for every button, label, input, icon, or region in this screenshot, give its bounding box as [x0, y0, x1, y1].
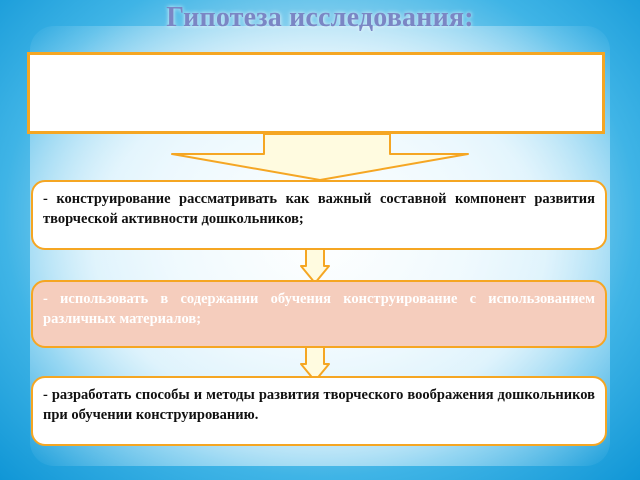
down-arrow-icon	[300, 248, 330, 284]
hypothesis-item-3: - разработать способы и методы развития …	[31, 376, 607, 446]
down-arrow-icon	[300, 346, 330, 382]
hypothesis-item-1: - конструирование рассматривать как важн…	[31, 180, 607, 250]
top-text-box	[27, 52, 605, 134]
hypothesis-item-2: - использовать в содержании обучения кон…	[31, 280, 607, 348]
down-arrow-icon	[171, 133, 469, 181]
slide-title: Гипотеза исследования:	[166, 2, 474, 33]
